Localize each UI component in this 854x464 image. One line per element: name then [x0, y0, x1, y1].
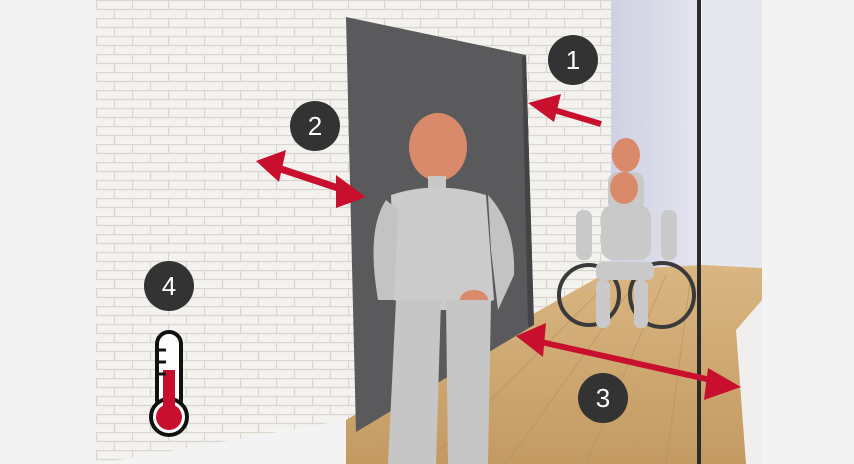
right-wall: [702, 0, 762, 280]
svg-text:1: 1: [566, 45, 580, 75]
glass-post: [697, 0, 701, 464]
marker-1: 1: [548, 35, 598, 85]
thermometer-icon: [151, 332, 187, 435]
corridor-scene: 1 2 3 4: [96, 0, 762, 464]
marker-4: 4: [144, 261, 194, 311]
marker-3: 3: [578, 373, 628, 423]
svg-text:3: 3: [596, 383, 610, 413]
svg-text:2: 2: [308, 111, 322, 141]
marker-2: 2: [290, 101, 340, 151]
scene-svg: 1 2 3 4: [96, 0, 762, 464]
svg-text:4: 4: [162, 271, 176, 301]
